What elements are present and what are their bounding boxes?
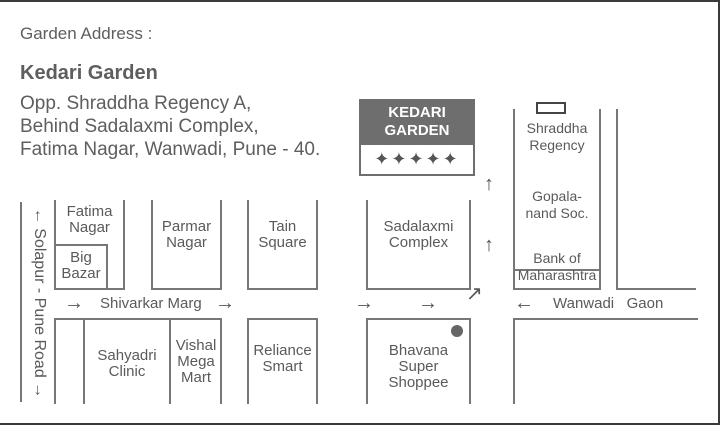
arrow-left-icon: ←	[514, 292, 534, 314]
arrow-right-icon: →	[64, 292, 84, 314]
sign-line-2: GARDEN	[384, 122, 450, 139]
gopalanand-soc-label: Gopala-nand Soc.	[525, 188, 589, 221]
arrow-up-right-icon: ↗	[466, 283, 483, 305]
arrow-right-icon: →	[354, 292, 374, 314]
wanwadi-gaon-label: Wanwadi Gaon	[553, 295, 664, 312]
shraddha-regency-marker	[536, 102, 566, 114]
sign-line-1: KEDARI	[388, 104, 446, 121]
tain-square-block	[247, 200, 318, 290]
solapur-road-line	[20, 202, 22, 402]
arrow-right-icon: →	[418, 292, 438, 314]
arrow-right-icon: →	[215, 292, 235, 314]
block-divider	[169, 318, 171, 404]
wanwadi-east-block	[513, 109, 601, 290]
address-line-1: Opp. Shraddha Regency A,	[20, 93, 252, 114]
bank-divider	[513, 269, 601, 271]
arrow-up-icon: ↑	[484, 234, 494, 256]
east-block	[616, 109, 696, 290]
wanwadi-south-block	[513, 318, 698, 404]
location-dot-icon	[451, 325, 463, 337]
arrow-up-icon: ↑	[484, 173, 494, 195]
block-divider	[83, 318, 85, 404]
garden-name: Kedari Garden	[20, 62, 158, 84]
star-rating-icon: ✦✦✦✦✦	[374, 149, 460, 169]
parmar-nagar-block	[151, 200, 222, 290]
address-line-2: Behind Sadalaxmi Complex,	[20, 116, 259, 137]
kedari-garden-marker: KEDARI GARDEN ✦✦✦✦✦	[359, 99, 475, 176]
big-bazar-block	[54, 244, 108, 290]
solapur-pune-road-label: ← Solapur - Pune Road →	[31, 207, 48, 399]
shivarkar-marg-label: Shivarkar Marg	[100, 295, 202, 312]
reliance-smart-block	[247, 318, 318, 404]
bhavana-block	[366, 318, 471, 404]
sahyadri-block	[54, 318, 222, 404]
address-label: Garden Address :	[20, 24, 153, 43]
sadalaxmi-complex-block	[366, 200, 471, 290]
address-line-3: Fatima Nagar, Wanwadi, Pune - 40.	[20, 139, 321, 160]
